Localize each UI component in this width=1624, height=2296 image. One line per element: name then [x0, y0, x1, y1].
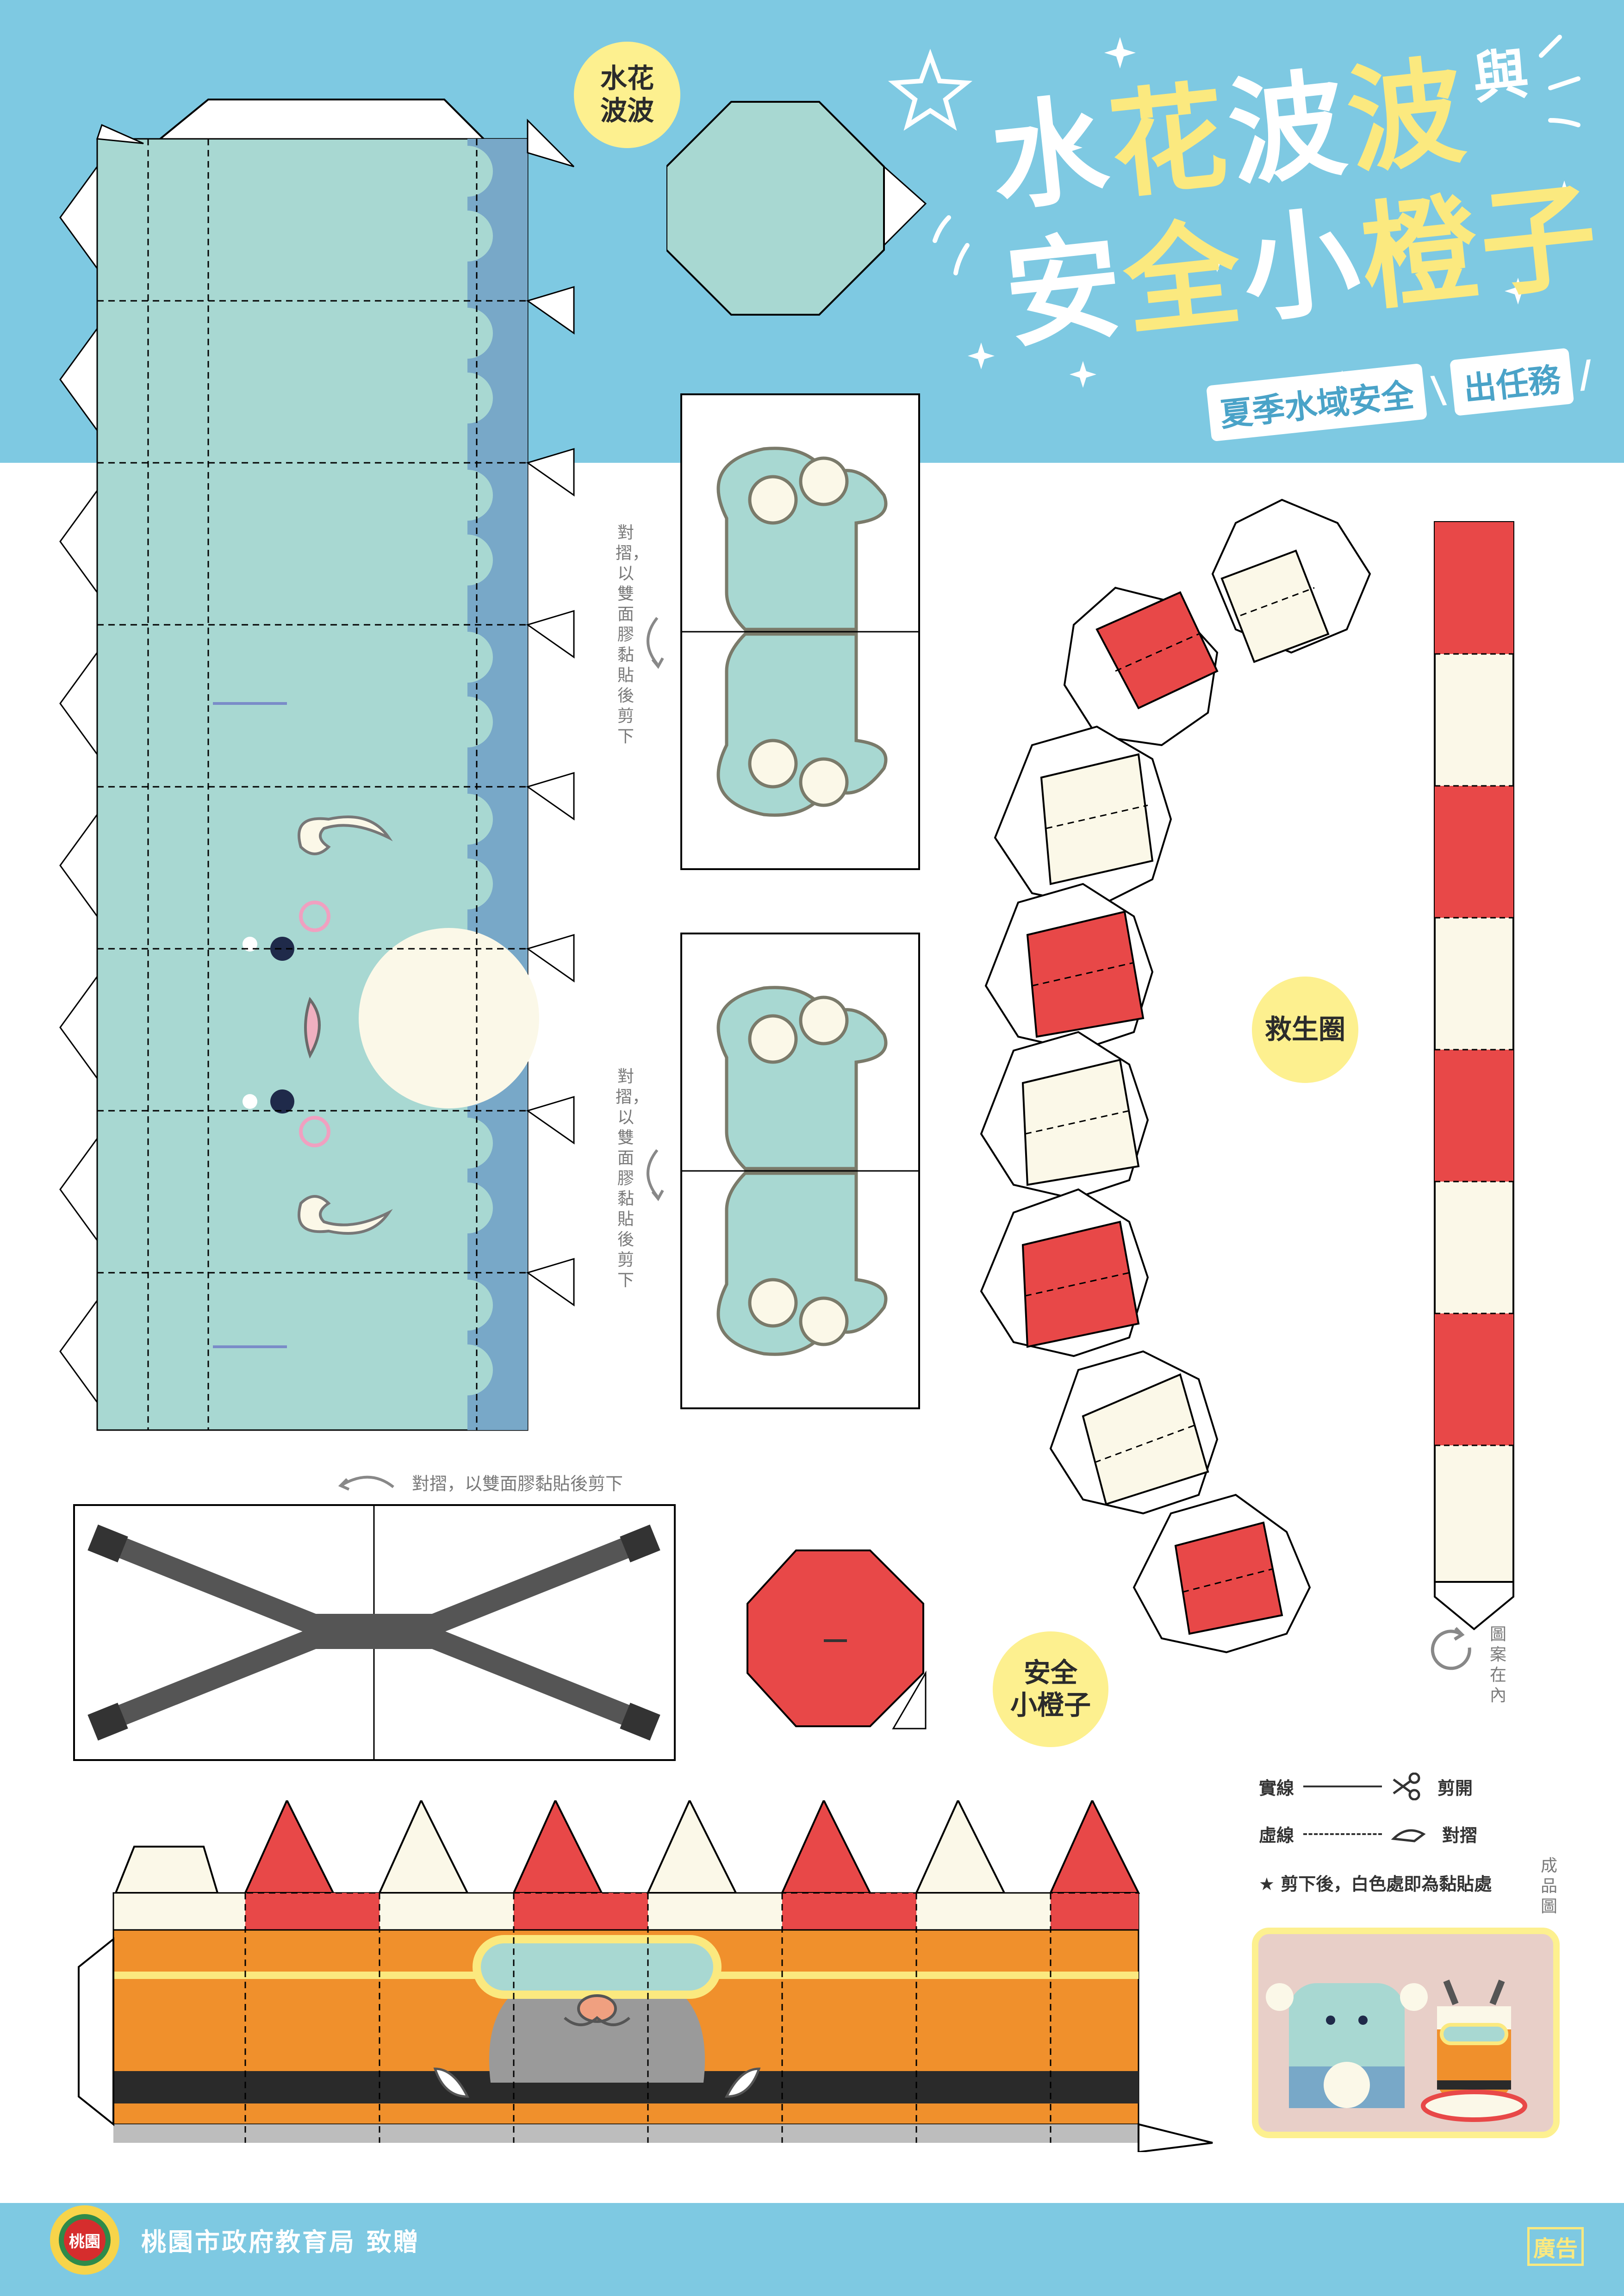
goggle-strap-panel: [73, 1504, 676, 1761]
fold-note-horizontal: 對摺，以雙面膠黏貼後剪下: [333, 1469, 623, 1495]
fold-note-1: 對摺，以雙面膠黏貼後剪下: [616, 523, 649, 746]
badge-ring-label: 救生圈: [1264, 1014, 1345, 1045]
fold-note-2: 對摺，以雙面膠黏貼後剪下: [616, 1067, 649, 1290]
fold-arrow-icon: [338, 1475, 394, 1491]
title-char: 橙: [1355, 180, 1488, 327]
pattern-inside-note: 圖案在內: [1489, 1625, 1506, 1705]
legend-dashed-label: 虛線: [1259, 1825, 1294, 1846]
title-char: 全: [1117, 205, 1251, 352]
sponsor-text: 桃園市政府教育局 致贈: [141, 2228, 420, 2257]
badge-orange-label: 安全 小橙子: [1010, 1657, 1091, 1721]
dashed-line-icon: [1303, 1833, 1382, 1835]
scissors-icon: [1393, 1773, 1420, 1800]
fold-icon: [1391, 1829, 1426, 1842]
finished-product-photo: [1252, 1928, 1560, 2138]
ear-panel-1: [680, 393, 920, 870]
striped-strap-cutout: [1434, 521, 1514, 1630]
splash-top-octagon: [666, 101, 927, 316]
legend-dashed-action: 對摺: [1442, 1825, 1478, 1846]
badge-splash-label: 水花 波波: [600, 62, 654, 126]
city-logo-text: 桃園: [69, 2232, 100, 2251]
city-logo-core: 桃園: [64, 2219, 106, 2261]
city-logo-inner: 桃園: [59, 2214, 111, 2266]
fold-arrow-icon: [647, 617, 664, 669]
ad-label: 廣告: [1527, 2227, 1584, 2266]
title-conjunction: 與: [1469, 41, 1536, 112]
splash-body-cutout: [59, 99, 575, 1431]
legend-solid: 實線 剪開: [1259, 1773, 1473, 1800]
city-logo: 桃園: [50, 2205, 119, 2275]
legend-star-text: ★ 剪下後，白色處即為黏貼處: [1259, 1874, 1492, 1894]
lifebuoy-chain-cutout: [980, 498, 1371, 1654]
title-char: 波: [1341, 43, 1474, 190]
rotate-arrow-icon: [1431, 1627, 1471, 1670]
legend-dashed: 虛線 對摺: [1259, 1821, 1477, 1847]
solid-line-icon: [1303, 1786, 1382, 1787]
title-char: 安: [999, 218, 1132, 364]
photo-label: 成品圖: [1540, 1856, 1557, 1916]
orange-body-cutout: [78, 1800, 1213, 2152]
legend-solid-action: 剪開: [1437, 1778, 1473, 1798]
title-char: 子: [1474, 168, 1607, 314]
title-char: 花: [1103, 68, 1237, 215]
sparkle-decoration: [888, 35, 1580, 397]
title-char: 水: [984, 81, 1118, 227]
slash-decoration: \: [1429, 367, 1448, 412]
badge-orange: 安全 小橙子: [993, 1631, 1108, 1747]
title-char: 小: [1236, 193, 1369, 339]
title-char: 波: [1222, 56, 1356, 202]
footer-band: [0, 2203, 1624, 2296]
orange-top-octagon: [747, 1549, 927, 1730]
fold-arrow-icon: [647, 1149, 664, 1201]
legend-star-note: ★ 剪下後，白色處即為黏貼處: [1259, 1870, 1492, 1895]
fold-note-horizontal-text: 對摺，以雙面膠黏貼後剪下: [412, 1474, 623, 1494]
ear-panel-2: [680, 933, 920, 1409]
badge-ring: 救生圈: [1252, 977, 1358, 1083]
badge-splash: 水花 波波: [574, 42, 680, 148]
legend-solid-label: 實線: [1259, 1778, 1294, 1798]
